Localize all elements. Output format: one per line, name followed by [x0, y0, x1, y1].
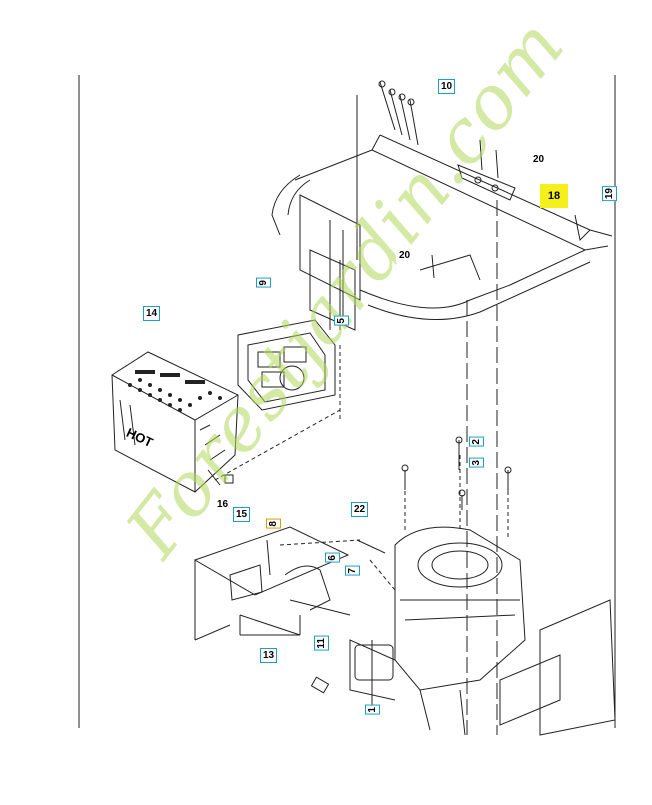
- upper-frame: [271, 134, 613, 320]
- callout-10: 10: [438, 79, 455, 94]
- callout-18-highlighted: 18: [540, 184, 568, 208]
- callout-22: 22: [351, 502, 368, 517]
- callout-3: 3: [469, 458, 484, 468]
- air-filter-housing: [237, 319, 336, 411]
- callout-5: 5: [334, 316, 349, 326]
- callout-8: 8: [266, 519, 281, 529]
- callout-19: 19: [602, 186, 617, 202]
- callout-16: 16: [214, 497, 231, 512]
- bracket-plate: [299, 95, 361, 331]
- callout-6: 6: [325, 553, 340, 563]
- callout-14: 14: [143, 306, 160, 321]
- top-bolts: [378, 80, 499, 279]
- callout-11: 11: [314, 636, 329, 651]
- callout-1: 1: [365, 705, 380, 715]
- heat-shield-cover: [111, 351, 239, 493]
- assembly-lines: [466, 200, 498, 735]
- callout-7: 7: [345, 566, 360, 576]
- callout-2: 2: [469, 437, 484, 447]
- engine-block: [349, 526, 616, 736]
- callout-15: 15: [233, 507, 250, 522]
- callout-20-upper: 20: [530, 152, 547, 167]
- small-bolts: [207, 436, 512, 694]
- callout-9: 9: [256, 278, 271, 288]
- callout-20-lower: 20: [396, 248, 413, 263]
- muffler-bracket-group: [193, 526, 351, 641]
- callout-13: 13: [260, 648, 277, 663]
